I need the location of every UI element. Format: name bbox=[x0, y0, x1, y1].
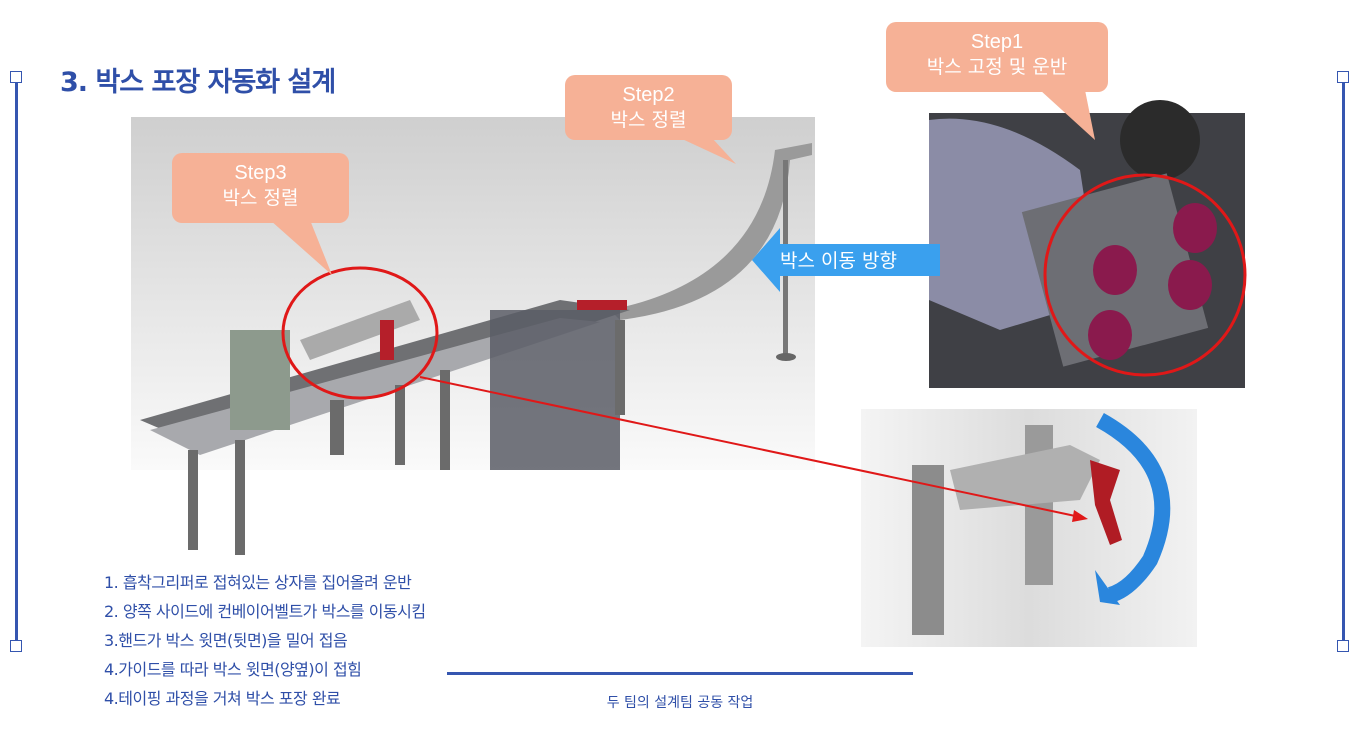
right-border-line bbox=[1342, 80, 1345, 642]
list-item: 1. 흡착그리퍼로 접혀있는 상자를 집어올려 운반 bbox=[104, 573, 412, 592]
gripper-closeup-image bbox=[929, 100, 1247, 388]
resize-handle[interactable] bbox=[10, 71, 22, 83]
slide-title: 3. 박스 포장 자동화 설계 bbox=[60, 67, 336, 98]
callout-label: 박스 정렬 bbox=[610, 109, 687, 131]
callout-step1: Step1 박스 고정 및 운반 bbox=[886, 22, 1108, 92]
callout-label: 박스 고정 및 운반 bbox=[926, 56, 1068, 78]
resize-handle[interactable] bbox=[1337, 71, 1349, 83]
callout-step: Step3 bbox=[234, 162, 287, 184]
caption: 두 팀의 설계팀 공동 작업 bbox=[606, 695, 754, 711]
highlight-circle bbox=[281, 266, 439, 400]
list-item: 4.가이드를 따라 박스 윗면(양옆)이 접힘 bbox=[104, 660, 362, 679]
callout-step3: Step3 박스 정렬 bbox=[172, 153, 349, 223]
resize-handle[interactable] bbox=[1337, 640, 1349, 652]
callout-step: Step1 bbox=[970, 31, 1024, 53]
list-item: 3.핸드가 박스 윗면(뒷면)을 밀어 접음 bbox=[104, 631, 348, 650]
callout-step: Step2 bbox=[622, 84, 675, 106]
resize-handle[interactable] bbox=[10, 640, 22, 652]
left-border-line bbox=[15, 80, 18, 642]
callout-label: 박스 정렬 bbox=[222, 187, 299, 209]
conveyor-machine-image bbox=[131, 117, 815, 555]
divider bbox=[447, 672, 913, 675]
list-item: 4.테이핑 과정을 거쳐 박스 포장 완료 bbox=[104, 689, 341, 708]
direction-label: 박스 이동 방향 bbox=[780, 250, 897, 272]
direction-arrow-icon bbox=[752, 228, 940, 292]
hand-folding-image bbox=[861, 409, 1197, 647]
list-item: 2. 양쪽 사이드에 컨베이어벨트가 박스를 이동시킴 bbox=[104, 602, 426, 621]
pointer-line bbox=[419, 376, 1081, 518]
process-steps-list: 1. 흡착그리퍼로 접혀있는 상자를 집어올려 운반 2. 양쪽 사이드에 컨베… bbox=[104, 568, 426, 713]
callout-step2: Step2 박스 정렬 bbox=[565, 75, 732, 140]
